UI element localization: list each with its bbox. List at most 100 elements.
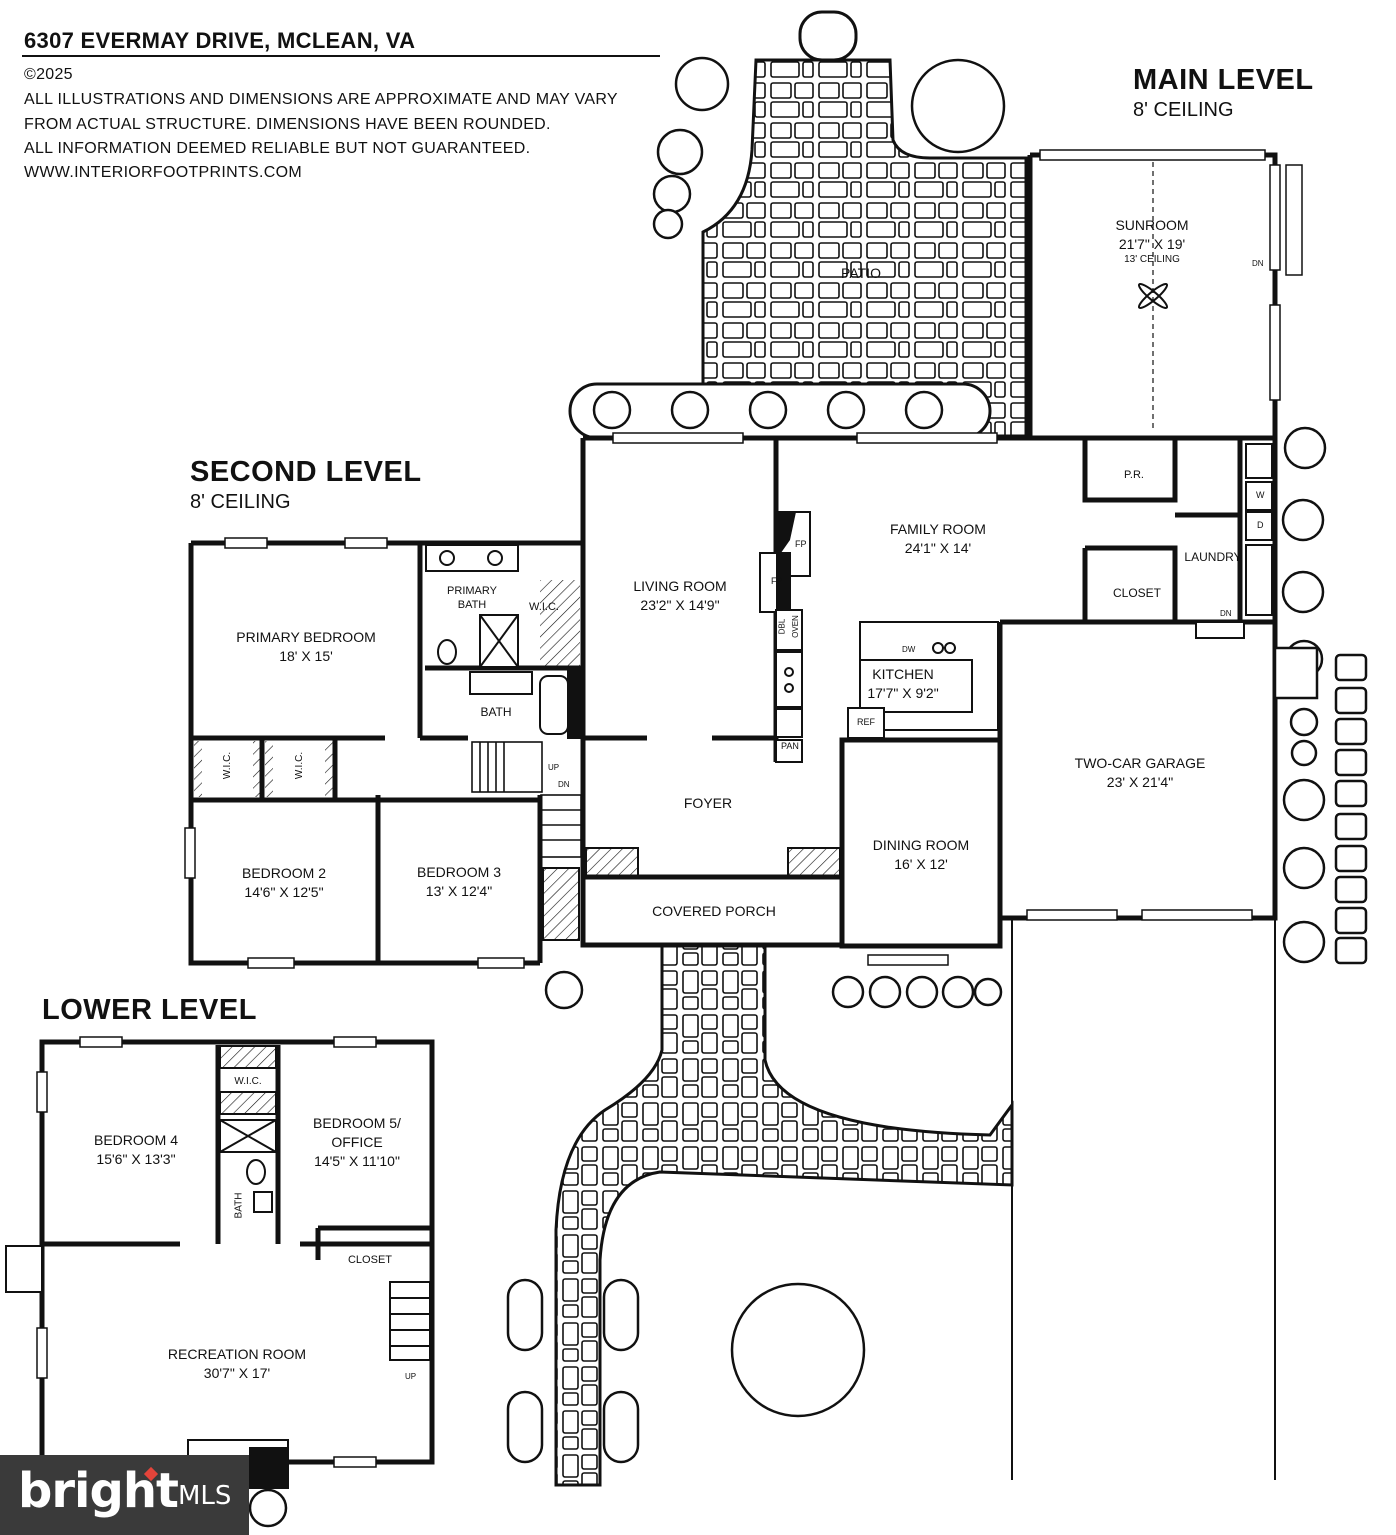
stairs-up-lower: UP <box>405 1372 417 1381</box>
second-level-windows <box>184 537 525 969</box>
stairs-down-garage: DN <box>1220 609 1232 618</box>
disclaimer-line-3: ALL INFORMATION DEEMED RELIABLE BUT NOT … <box>24 140 531 157</box>
lower-level-heading: LOWER LEVEL <box>42 994 257 1027</box>
shrubs <box>248 56 1327 1528</box>
room-name: SUNROOM <box>1115 217 1189 233</box>
stairs-down-sunroom: DN <box>1252 259 1264 268</box>
room-bath-lower: BATH <box>233 1192 245 1219</box>
room-name: P.R. <box>1124 469 1144 481</box>
main-level-name: MAIN LEVEL <box>1133 64 1314 96</box>
room-name: BEDROOM 5/ <box>313 1115 401 1131</box>
room-bath-second: BATH <box>480 703 511 722</box>
main-level-windows <box>612 149 1303 966</box>
room-dimensions: 17'7" X 9'2" <box>867 685 939 701</box>
room-name: PRIMARY <box>447 585 497 597</box>
room-dimensions: 15'6" X 13'3" <box>96 1151 176 1167</box>
room-name: FOYER <box>683 795 733 811</box>
room-primary-bath: PRIMARY BATH <box>447 584 497 612</box>
lower-level-walls <box>39 1039 435 1465</box>
laundry-appliances <box>1245 443 1273 616</box>
room-name: RECREATION ROOM <box>167 1346 307 1362</box>
foyer-stairs <box>585 847 841 877</box>
room-name: LIVING ROOM <box>633 578 727 594</box>
room-name: PATIO <box>841 265 881 281</box>
room-dimensions: 14'6" X 12'5" <box>244 884 324 900</box>
garage-steps <box>1195 621 1245 639</box>
room-dimensions: 30'7" X 17' <box>203 1365 271 1381</box>
room-name: BEDROOM 3 <box>416 864 502 880</box>
pantry-label: PAN <box>781 741 799 751</box>
room-dimensions: 18' X 15' <box>279 648 333 664</box>
main-level-heading: MAIN LEVEL 8' CEILING <box>1133 64 1314 122</box>
mls-watermark: bright MLS <box>0 1455 249 1535</box>
ceiling-fan-icon <box>1137 283 1169 309</box>
room-dimensions: 21'7" X 19' <box>1118 236 1186 252</box>
room-bedroom-5: BEDROOM 5/ OFFICE 14'5" X 11'10" <box>313 1114 401 1171</box>
room-bedroom-4: BEDROOM 4 15'6" X 13'3" <box>94 1131 178 1169</box>
room-dining: DINING ROOM 16' X 12' <box>873 836 969 874</box>
room-ceiling-note: 13' CEILING <box>1124 254 1180 265</box>
room-closet-main: CLOSET <box>1113 584 1161 603</box>
second-level-ceiling: 8' CEILING <box>190 491 291 513</box>
front-walkway <box>554 943 1014 1487</box>
stairs-up-second: UP <box>548 763 560 772</box>
room-powder: P.R. <box>1124 466 1144 485</box>
room-dimensions: 16' X 12' <box>894 856 948 872</box>
room-name: COVERED PORCH <box>652 903 776 919</box>
room-dimensions: 13' X 12'4" <box>425 883 493 899</box>
room-dimensions: 14'5" X 11'10" <box>314 1153 400 1169</box>
lower-level-name: LOWER LEVEL <box>42 994 257 1026</box>
room-wic-b: W.I.C. <box>294 751 306 780</box>
disclaimer-line-2: FROM ACTUAL STRUCTURE. DIMENSIONS HAVE B… <box>24 116 551 133</box>
room-recreation: RECREATION ROOM 30'7" X 17' <box>168 1345 306 1383</box>
room-bedroom-2: BEDROOM 2 14'6" X 12'5" <box>242 864 326 902</box>
dryer-label: D <box>1257 520 1264 530</box>
closet-hatching <box>194 741 580 941</box>
room-family: FAMILY ROOM 24'1" X 14' <box>890 520 986 558</box>
room-bedroom-3: BEDROOM 3 13' X 12'4" <box>417 863 501 901</box>
double-oven-label-2: OVEN <box>790 615 800 638</box>
second-level-name: SECOND LEVEL <box>190 456 422 488</box>
room-name: PRIMARY BEDROOM <box>236 629 376 645</box>
stepping-stones <box>1334 653 1368 965</box>
kitchen-cabinets <box>775 609 999 763</box>
disclaimer-line-1: ALL ILLUSTRATIONS AND DIMENSIONS ARE APP… <box>24 91 618 108</box>
room-wic-lower: W.I.C. <box>234 1072 261 1091</box>
address-title: 6307 EVERMAY DRIVE, MCLEAN, VA <box>24 28 416 53</box>
room-name-line-2: OFFICE <box>331 1134 383 1150</box>
room-dimensions: 24'1" X 14' <box>904 540 972 556</box>
room-name: CLOSET <box>1112 586 1162 600</box>
room-name: CLOSET <box>347 1254 393 1266</box>
fireplace-icons <box>759 511 811 613</box>
dishwasher-label: DW <box>902 645 916 654</box>
room-name: DINING ROOM <box>872 837 970 853</box>
room-name: LAUNDRY <box>1184 550 1242 564</box>
refrigerator-label: REF <box>857 717 875 727</box>
boulder <box>798 10 858 62</box>
room-name: W.I.C. <box>529 601 559 613</box>
room-name: BEDROOM 2 <box>241 865 327 881</box>
room-covered-porch: COVERED PORCH <box>652 902 776 921</box>
second-level-stairs <box>471 741 582 858</box>
copyright: ©2025 <box>24 66 73 83</box>
fireplace-label-living: FP <box>771 576 783 586</box>
room-name: BEDROOM 4 <box>93 1132 179 1148</box>
fireplace-label-family: FP <box>795 539 807 549</box>
main-level-ceiling: 8' CEILING <box>1133 99 1234 121</box>
room-name: BATH <box>480 705 512 719</box>
room-closet-lower: CLOSET <box>348 1251 392 1270</box>
second-level-walls <box>188 540 586 966</box>
room-living: LIVING ROOM 23'2" X 14'9" <box>633 577 726 615</box>
watermark-suffix: MLS <box>178 1481 232 1511</box>
room-dimensions: 23'2" X 14'9" <box>640 597 720 613</box>
room-name: KITCHEN <box>872 666 934 682</box>
garage-side-door <box>1273 646 1319 700</box>
room-patio: PATIO <box>841 264 881 283</box>
room-foyer: FOYER <box>684 794 732 813</box>
website: WWW.INTERIORFOOTPRINTS.COM <box>24 164 302 181</box>
lower-level-windows <box>36 1036 377 1468</box>
room-garage: TWO-CAR GARAGE 23' X 21'4" <box>1075 754 1206 792</box>
second-level-heading: SECOND LEVEL 8' CEILING <box>190 456 422 514</box>
